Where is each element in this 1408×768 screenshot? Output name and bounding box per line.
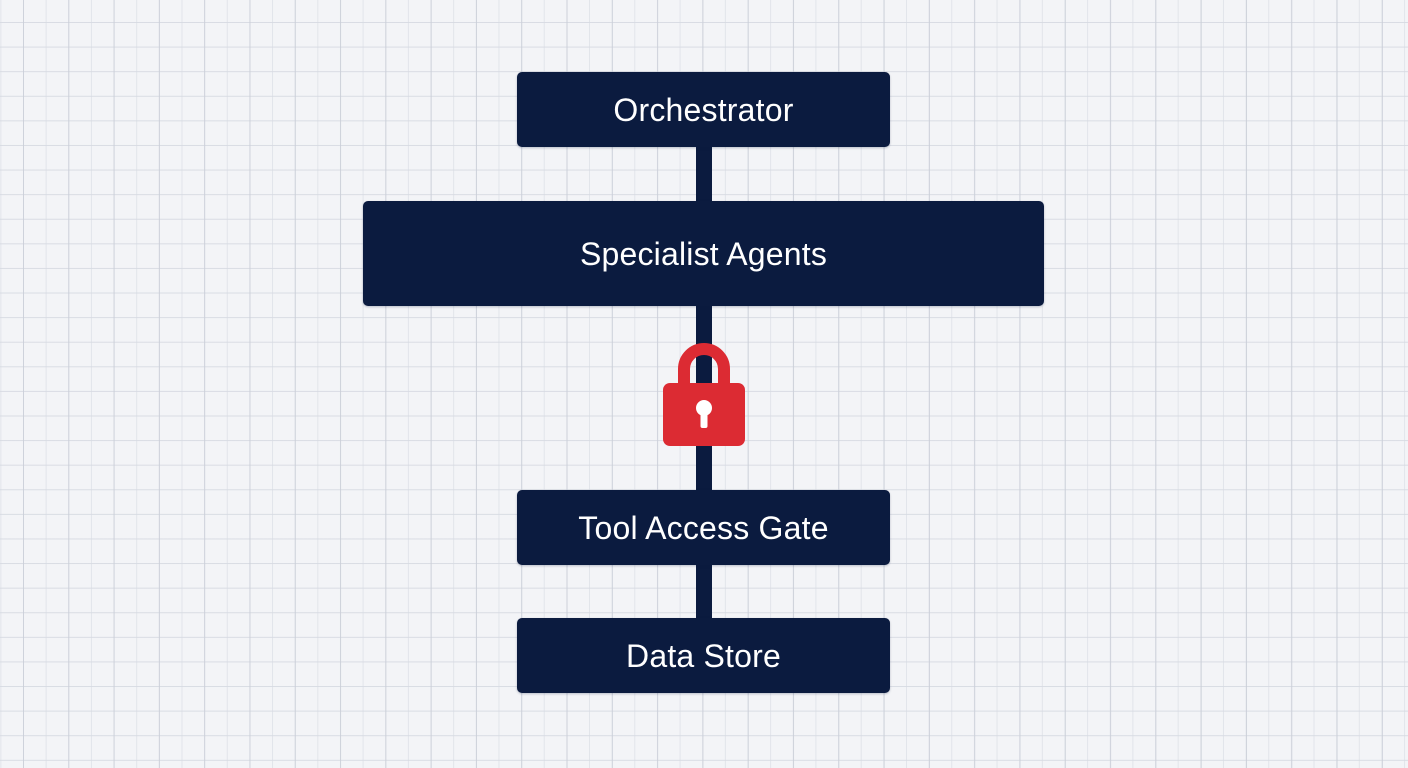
node-orchestrator[interactable]: Orchestrator: [517, 72, 890, 147]
node-label: Orchestrator: [613, 91, 794, 128]
node-label: Data Store: [626, 637, 781, 674]
node-label: Specialist Agents: [579, 235, 828, 272]
connector-tool-access-gate-to-data-store: [696, 563, 712, 620]
node-tool-access-gate[interactable]: Tool Access Gate: [517, 490, 890, 565]
node-label: Tool Access Gate: [578, 509, 829, 546]
lock-icon: [663, 343, 745, 446]
node-specialist-agents[interactable]: Specialist Agents: [363, 201, 1044, 306]
connector-orchestrator-to-specialist-agents: [696, 145, 712, 203]
node-data-store[interactable]: Data Store: [517, 618, 890, 693]
